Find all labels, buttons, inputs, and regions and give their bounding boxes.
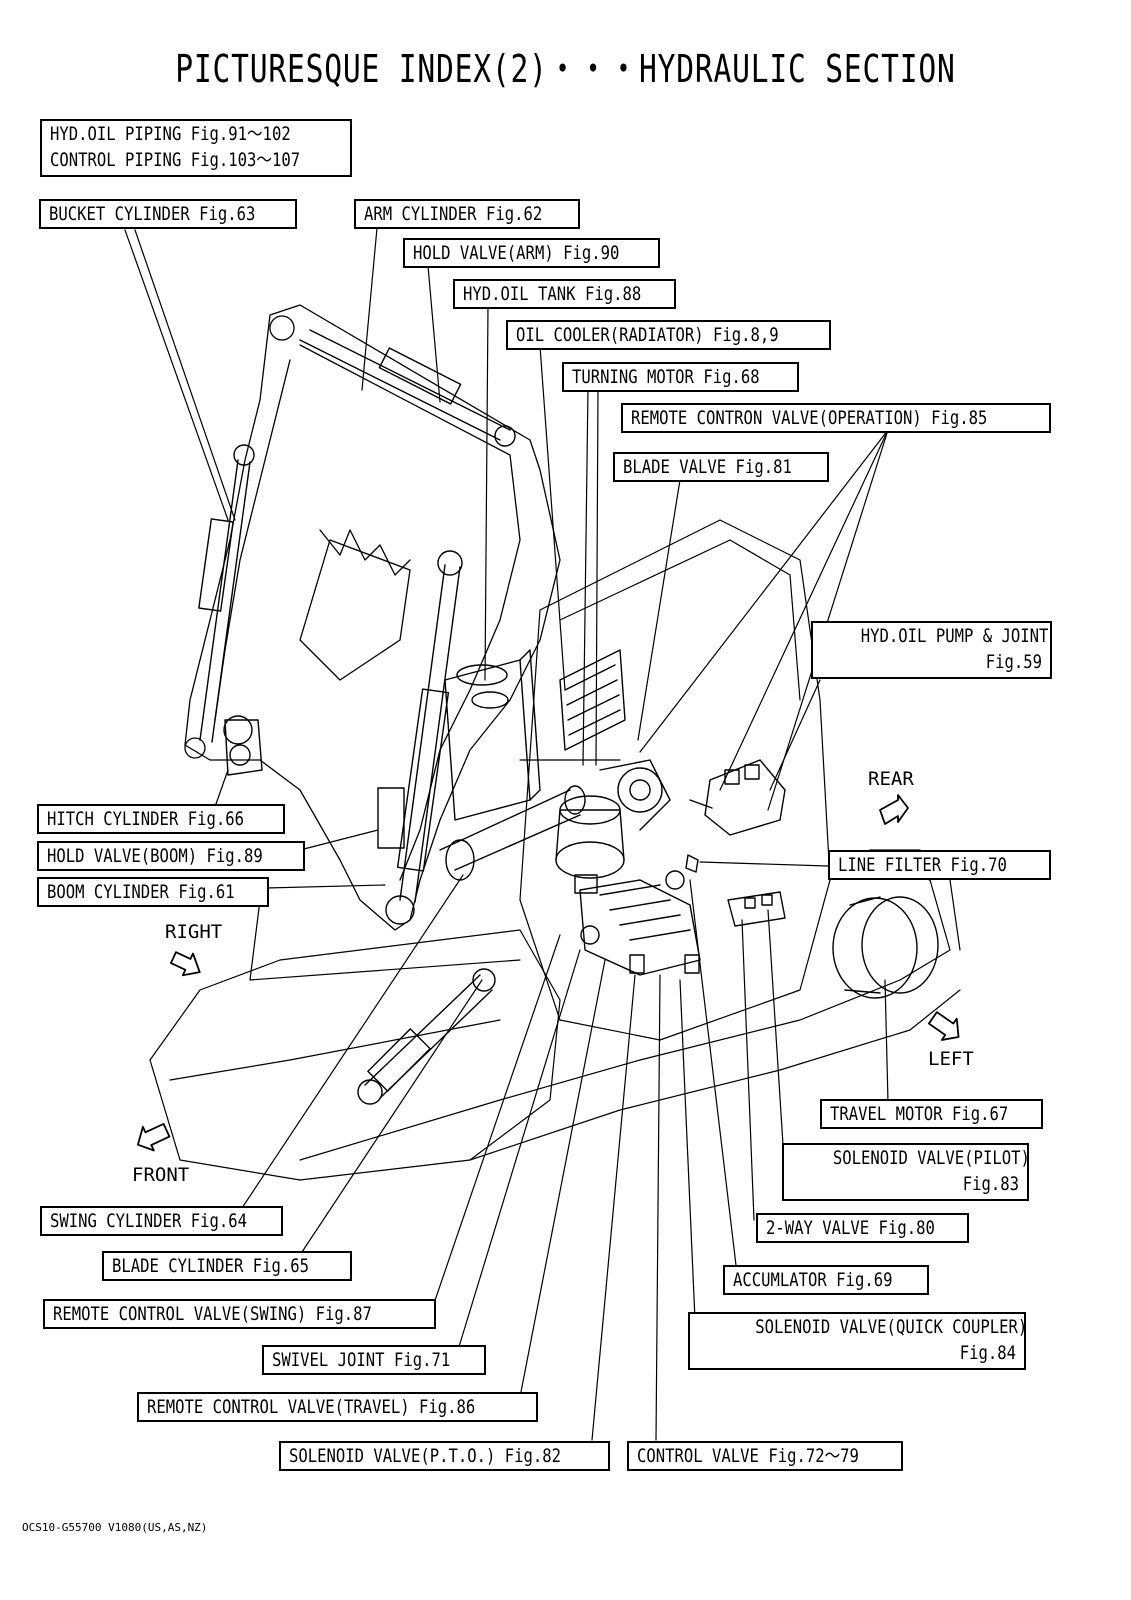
label-accumlator: ACCUMLATOR Fig.69 [723, 1265, 929, 1295]
label-bucket-cylinder: BUCKET CYLINDER Fig.63 [39, 199, 297, 229]
label-accumlator-text: ACCUMLATOR Fig.69 [733, 1269, 893, 1291]
label-boom-cylinder: BOOM CYLINDER Fig.61 [37, 877, 269, 907]
label-swing-cylinder: SWING CYLINDER Fig.64 [40, 1206, 283, 1236]
label-solenoid-valve-pto: SOLENOID VALVE(P.T.O.) Fig.82 [279, 1441, 610, 1471]
label-swivel-joint: SWIVEL JOINT Fig.71 [262, 1345, 486, 1375]
travel-motor-drawing [832, 896, 939, 999]
label-remote-control-valve-operation-text: REMOTE CONTRON VALVE(OPERATION) Fig.85 [631, 407, 988, 429]
label-solenoid-valve-pto-text: SOLENOID VALVE(P.T.O.) Fig.82 [289, 1445, 562, 1467]
bucket-cylinder-drawing [198, 444, 255, 743]
hyd-oil-tank-drawing [444, 649, 541, 821]
label-blade-cylinder: BLADE CYLINDER Fig.65 [102, 1251, 352, 1281]
label-arm-cylinder-text: ARM CYLINDER Fig.62 [364, 203, 543, 225]
label-hyd-oil-tank: HYD.OIL TANK Fig.88 [453, 279, 676, 309]
label-two-way-valve: 2-WAY VALVE Fig.80 [756, 1213, 969, 1243]
label-solenoid-valve-pilot-text-1: SOLENOID VALVE(PILOT) [832, 1147, 1029, 1169]
label-solenoid-valve-pilot: SOLENOID VALVE(PILOT) Fig.83 [782, 1143, 1029, 1201]
label-solenoid-valve-pilot-text-2: Fig.83 [962, 1173, 1019, 1195]
label-hold-valve-arm-text: HOLD VALVE(ARM) Fig.90 [413, 242, 620, 264]
footer-code: OCS10-G55700 V1080(US,AS,NZ) [22, 1521, 208, 1534]
label-hyd-oil-tank-text: HYD.OIL TANK Fig.88 [463, 283, 642, 305]
hitch-cylinder-drawing [223, 715, 263, 776]
label-two-way-valve-text: 2-WAY VALVE Fig.80 [766, 1217, 935, 1239]
label-solenoid-valve-qc-text-2: Fig.84 [959, 1342, 1016, 1364]
label-oil-cooler: OIL COOLER(RADIATOR) Fig.8,9 [506, 320, 831, 350]
label-control-valve: CONTROL VALVE Fig.72～79 [627, 1441, 903, 1471]
label-control-piping-text: CONTROL PIPING Fig.103～107 [50, 149, 301, 171]
page-title: PICTURESQUE INDEX(2)・・・HYDRAULIC SECTION [175, 47, 956, 91]
label-hyd-oil-pump-text-2: Fig.59 [985, 651, 1042, 673]
label-boom-cylinder-text: BOOM CYLINDER Fig.61 [47, 881, 235, 903]
label-hitch-cylinder-text: HITCH CYLINDER Fig.66 [47, 808, 244, 830]
direction-right: RIGHT [165, 921, 223, 943]
label-swing-cylinder-text: SWING CYLINDER Fig.64 [50, 1210, 247, 1232]
label-remote-control-valve-swing: REMOTE CONTROL VALVE(SWING) Fig.87 [43, 1299, 436, 1329]
label-blade-valve: BLADE VALVE Fig.81 [613, 452, 829, 482]
leader-lines [124, 227, 889, 1441]
label-hyd-oil-pump-text-1: HYD.OIL PUMP & JOINT [860, 625, 1049, 647]
boom-cylinder-drawing [377, 550, 463, 925]
oil-cooler-drawing [559, 649, 626, 751]
blade-cylinder-drawing [357, 968, 496, 1105]
control-valve-drawing [574, 874, 701, 976]
label-swivel-joint-text: SWIVEL JOINT Fig.71 [272, 1349, 451, 1371]
direction-rear: REAR [868, 768, 914, 790]
label-solenoid-valve-quick-coupler: SOLENOID VALVE(QUICK COUPLER) Fig.84 [688, 1312, 1026, 1370]
label-hyd-oil-piping-text: HYD.OIL PIPING Fig.91～102 [50, 123, 291, 145]
arm-cylinder-drawing [299, 329, 516, 447]
label-hold-valve-boom-text: HOLD VALVE(BOOM) Fig.89 [47, 845, 263, 867]
label-solenoid-valve-qc-text-1: SOLENOID VALVE(QUICK COUPLER) [755, 1316, 1026, 1338]
label-line-filter-text: LINE FILTER Fig.70 [838, 854, 1007, 876]
label-turning-motor: TURNING MOTOR Fig.68 [562, 362, 799, 392]
small-valves-drawing [665, 854, 786, 927]
label-oil-cooler-text: OIL COOLER(RADIATOR) Fig.8,9 [516, 324, 779, 346]
label-line-filter: LINE FILTER Fig.70 [828, 850, 1051, 880]
direction-left: LEFT [928, 1048, 974, 1070]
label-turning-motor-text: TURNING MOTOR Fig.68 [572, 366, 760, 388]
machine-outline [149, 519, 961, 1181]
direction-arrows [137, 794, 960, 1152]
label-hold-valve-arm: HOLD VALVE(ARM) Fig.90 [403, 238, 660, 268]
hyd-oil-pump-drawing [689, 759, 786, 836]
direction-front: FRONT [132, 1164, 190, 1186]
label-bucket-cylinder-text: BUCKET CYLINDER Fig.63 [49, 203, 256, 225]
label-travel-motor: TRAVEL MOTOR Fig.67 [820, 1099, 1043, 1129]
label-remote-control-valve-travel-text: REMOTE CONTROL VALVE(TRAVEL) Fig.86 [147, 1396, 476, 1418]
label-hitch-cylinder: HITCH CYLINDER Fig.66 [37, 804, 285, 834]
turning-motor-drawing [555, 759, 671, 879]
boom-arm-frame [184, 304, 561, 931]
label-remote-control-valve-operation: REMOTE CONTRON VALVE(OPERATION) Fig.85 [621, 403, 1051, 433]
swing-cylinder-drawing [439, 785, 586, 881]
label-remote-control-valve-travel: REMOTE CONTROL VALVE(TRAVEL) Fig.86 [137, 1392, 538, 1422]
label-travel-motor-text: TRAVEL MOTOR Fig.67 [830, 1103, 1009, 1125]
label-hold-valve-boom: HOLD VALVE(BOOM) Fig.89 [37, 841, 305, 871]
label-arm-cylinder: ARM CYLINDER Fig.62 [354, 199, 580, 229]
label-hyd-oil-piping: HYD.OIL PIPING Fig.91～102 CONTROL PIPING… [40, 119, 352, 177]
label-blade-cylinder-text: BLADE CYLINDER Fig.65 [112, 1255, 309, 1277]
label-blade-valve-text: BLADE VALVE Fig.81 [623, 456, 792, 478]
label-remote-control-valve-swing-text: REMOTE CONTROL VALVE(SWING) Fig.87 [53, 1303, 372, 1325]
label-hyd-oil-pump: HYD.OIL PUMP & JOINT Fig.59 [811, 621, 1052, 679]
label-control-valve-text: CONTROL VALVE Fig.72～79 [637, 1445, 859, 1467]
